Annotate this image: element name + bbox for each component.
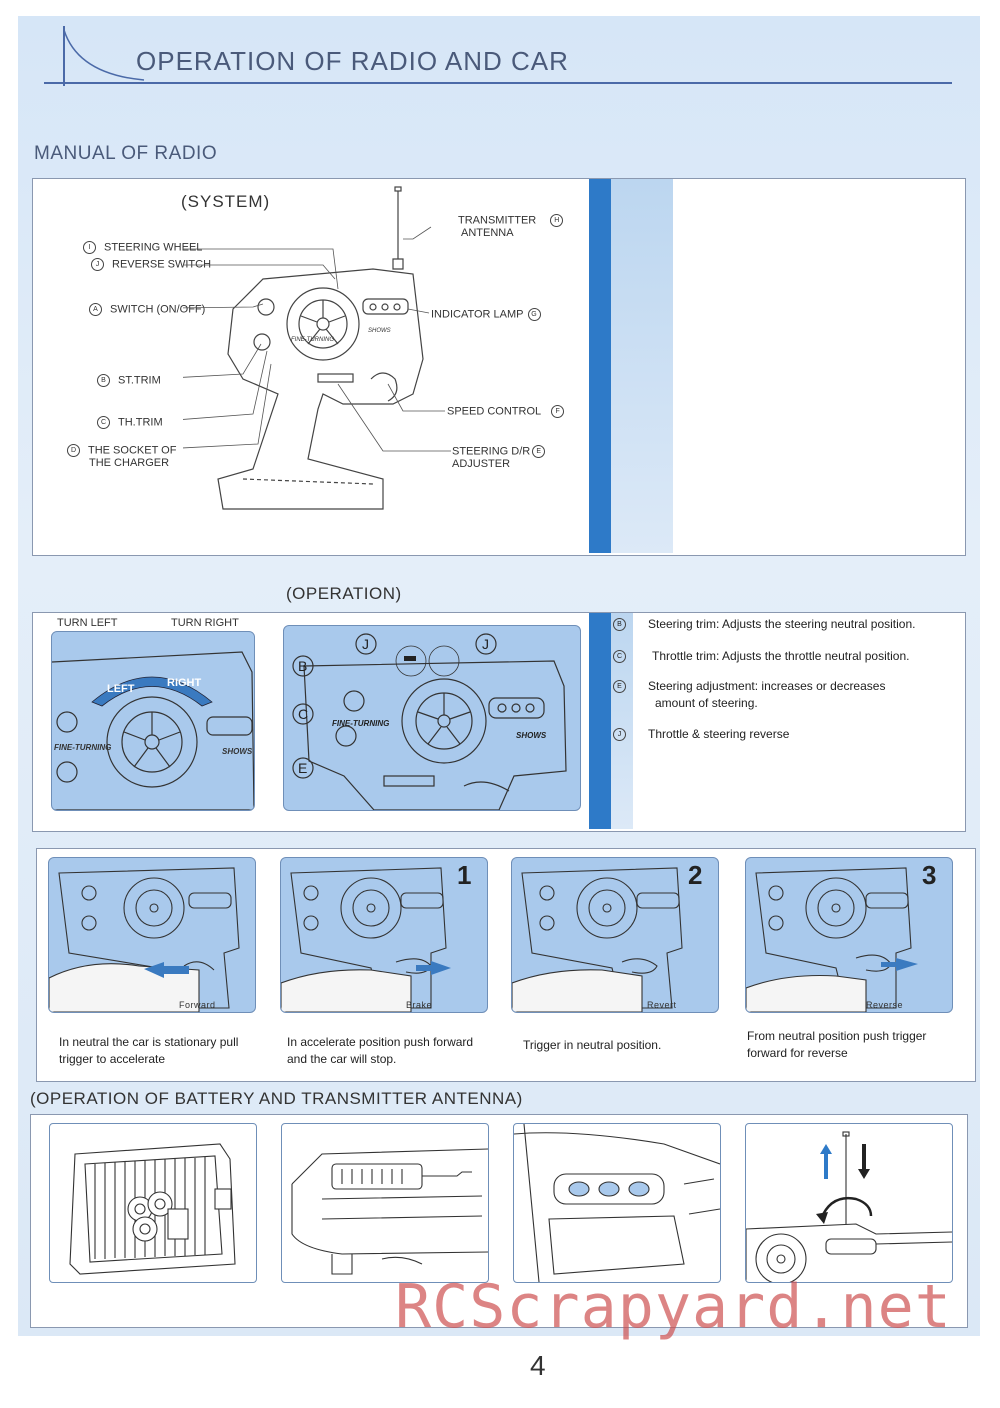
- step-revert-label: Revert: [647, 1000, 677, 1010]
- watermark: RCScrapyard.net: [395, 1272, 952, 1342]
- step-reverse-illustration: 3 Reverse: [745, 857, 953, 1013]
- step-revert-illustration: 2 Revert: [511, 857, 719, 1013]
- step-reverse-label: Reverse: [866, 1000, 904, 1010]
- note-steering-adjustment-2: amount of steering.: [655, 696, 758, 710]
- op-mark-j1: J: [362, 636, 369, 652]
- step-2-number: 2: [688, 860, 703, 890]
- turn-arrow-right-text: RIGHT: [167, 677, 202, 689]
- diagram-brand-text: FINE-TURNING: [291, 337, 334, 343]
- indicator-lamp-illustration: [513, 1123, 721, 1283]
- op-mark-b: B: [298, 658, 307, 674]
- turn-shows-text: SHOWS: [222, 747, 253, 756]
- operation-panel: TURN LEFT TURN RIGHT LEFT RIGHT FINE-TUR…: [32, 612, 966, 832]
- accent-bar-light-2: [611, 613, 633, 829]
- turn-left-label: TURN LEFT: [57, 617, 118, 629]
- label-charger-socket-2: THE CHARGER: [89, 457, 170, 469]
- battery-panel: [30, 1114, 968, 1328]
- label-antenna-2: ANTENNA: [461, 227, 514, 239]
- step-forward-label: Forward: [179, 1000, 216, 1010]
- system-title: (SYSTEM): [181, 192, 271, 211]
- page-title: OPERATION OF RADIO AND CAR: [136, 46, 569, 76]
- antenna-illustration: [745, 1123, 953, 1283]
- header-rule: [44, 82, 952, 84]
- turn-brand-text: FINE-TURNING: [54, 743, 111, 752]
- section-manual-title: MANUAL OF RADIO: [34, 143, 218, 164]
- label-steering-dr-2: ADJUSTER: [452, 458, 511, 470]
- accent-bar: [589, 179, 611, 553]
- battery-door-illustration: [281, 1123, 489, 1283]
- step-forward-illustration: Forward: [48, 857, 256, 1013]
- turn-arrow-left-text: LEFT: [107, 683, 135, 695]
- step-1-number: 1: [457, 860, 472, 890]
- section-operation-title: (OPERATION): [286, 584, 402, 603]
- trim-brand-text: FINE-TURNING: [332, 719, 389, 728]
- page: OPERATION OF RADIO AND CAR MANUAL OF RAD…: [18, 16, 980, 1336]
- accent-bar-2: [589, 613, 611, 829]
- step-brake-label: Brake: [406, 1000, 433, 1010]
- op-mark-c: C: [298, 706, 308, 722]
- turn-illustration: LEFT RIGHT FINE-TURNING SHOWS: [51, 631, 255, 811]
- step-brake-illustration: 1 Brake: [280, 857, 488, 1013]
- step-revert-caption: Trigger in neutral position.: [523, 1038, 662, 1052]
- transmitter-diagram: FINE-TURNING SHOWS: [183, 186, 451, 510]
- op-mark-j2: J: [482, 636, 489, 652]
- turn-right-label: TURN RIGHT: [171, 617, 239, 629]
- header-curve-icon: [63, 26, 145, 86]
- battery-illustration: [49, 1123, 257, 1283]
- diagram-shows-text: SHOWS: [368, 328, 391, 334]
- step-3-number: 3: [922, 860, 937, 890]
- section-battery-title: (OPERATION OF BATTERY AND TRANSMITTER AN…: [30, 1089, 523, 1108]
- accent-bar-light: [611, 179, 673, 553]
- trim-shows-text: SHOWS: [516, 731, 547, 740]
- trim-illustration: J J B C E FINE-TURNING SHOWS: [283, 625, 581, 811]
- steps-panel: Forward 1 Brake: [36, 848, 976, 1082]
- page-number: 4: [530, 1350, 546, 1381]
- op-mark-e: E: [298, 760, 307, 776]
